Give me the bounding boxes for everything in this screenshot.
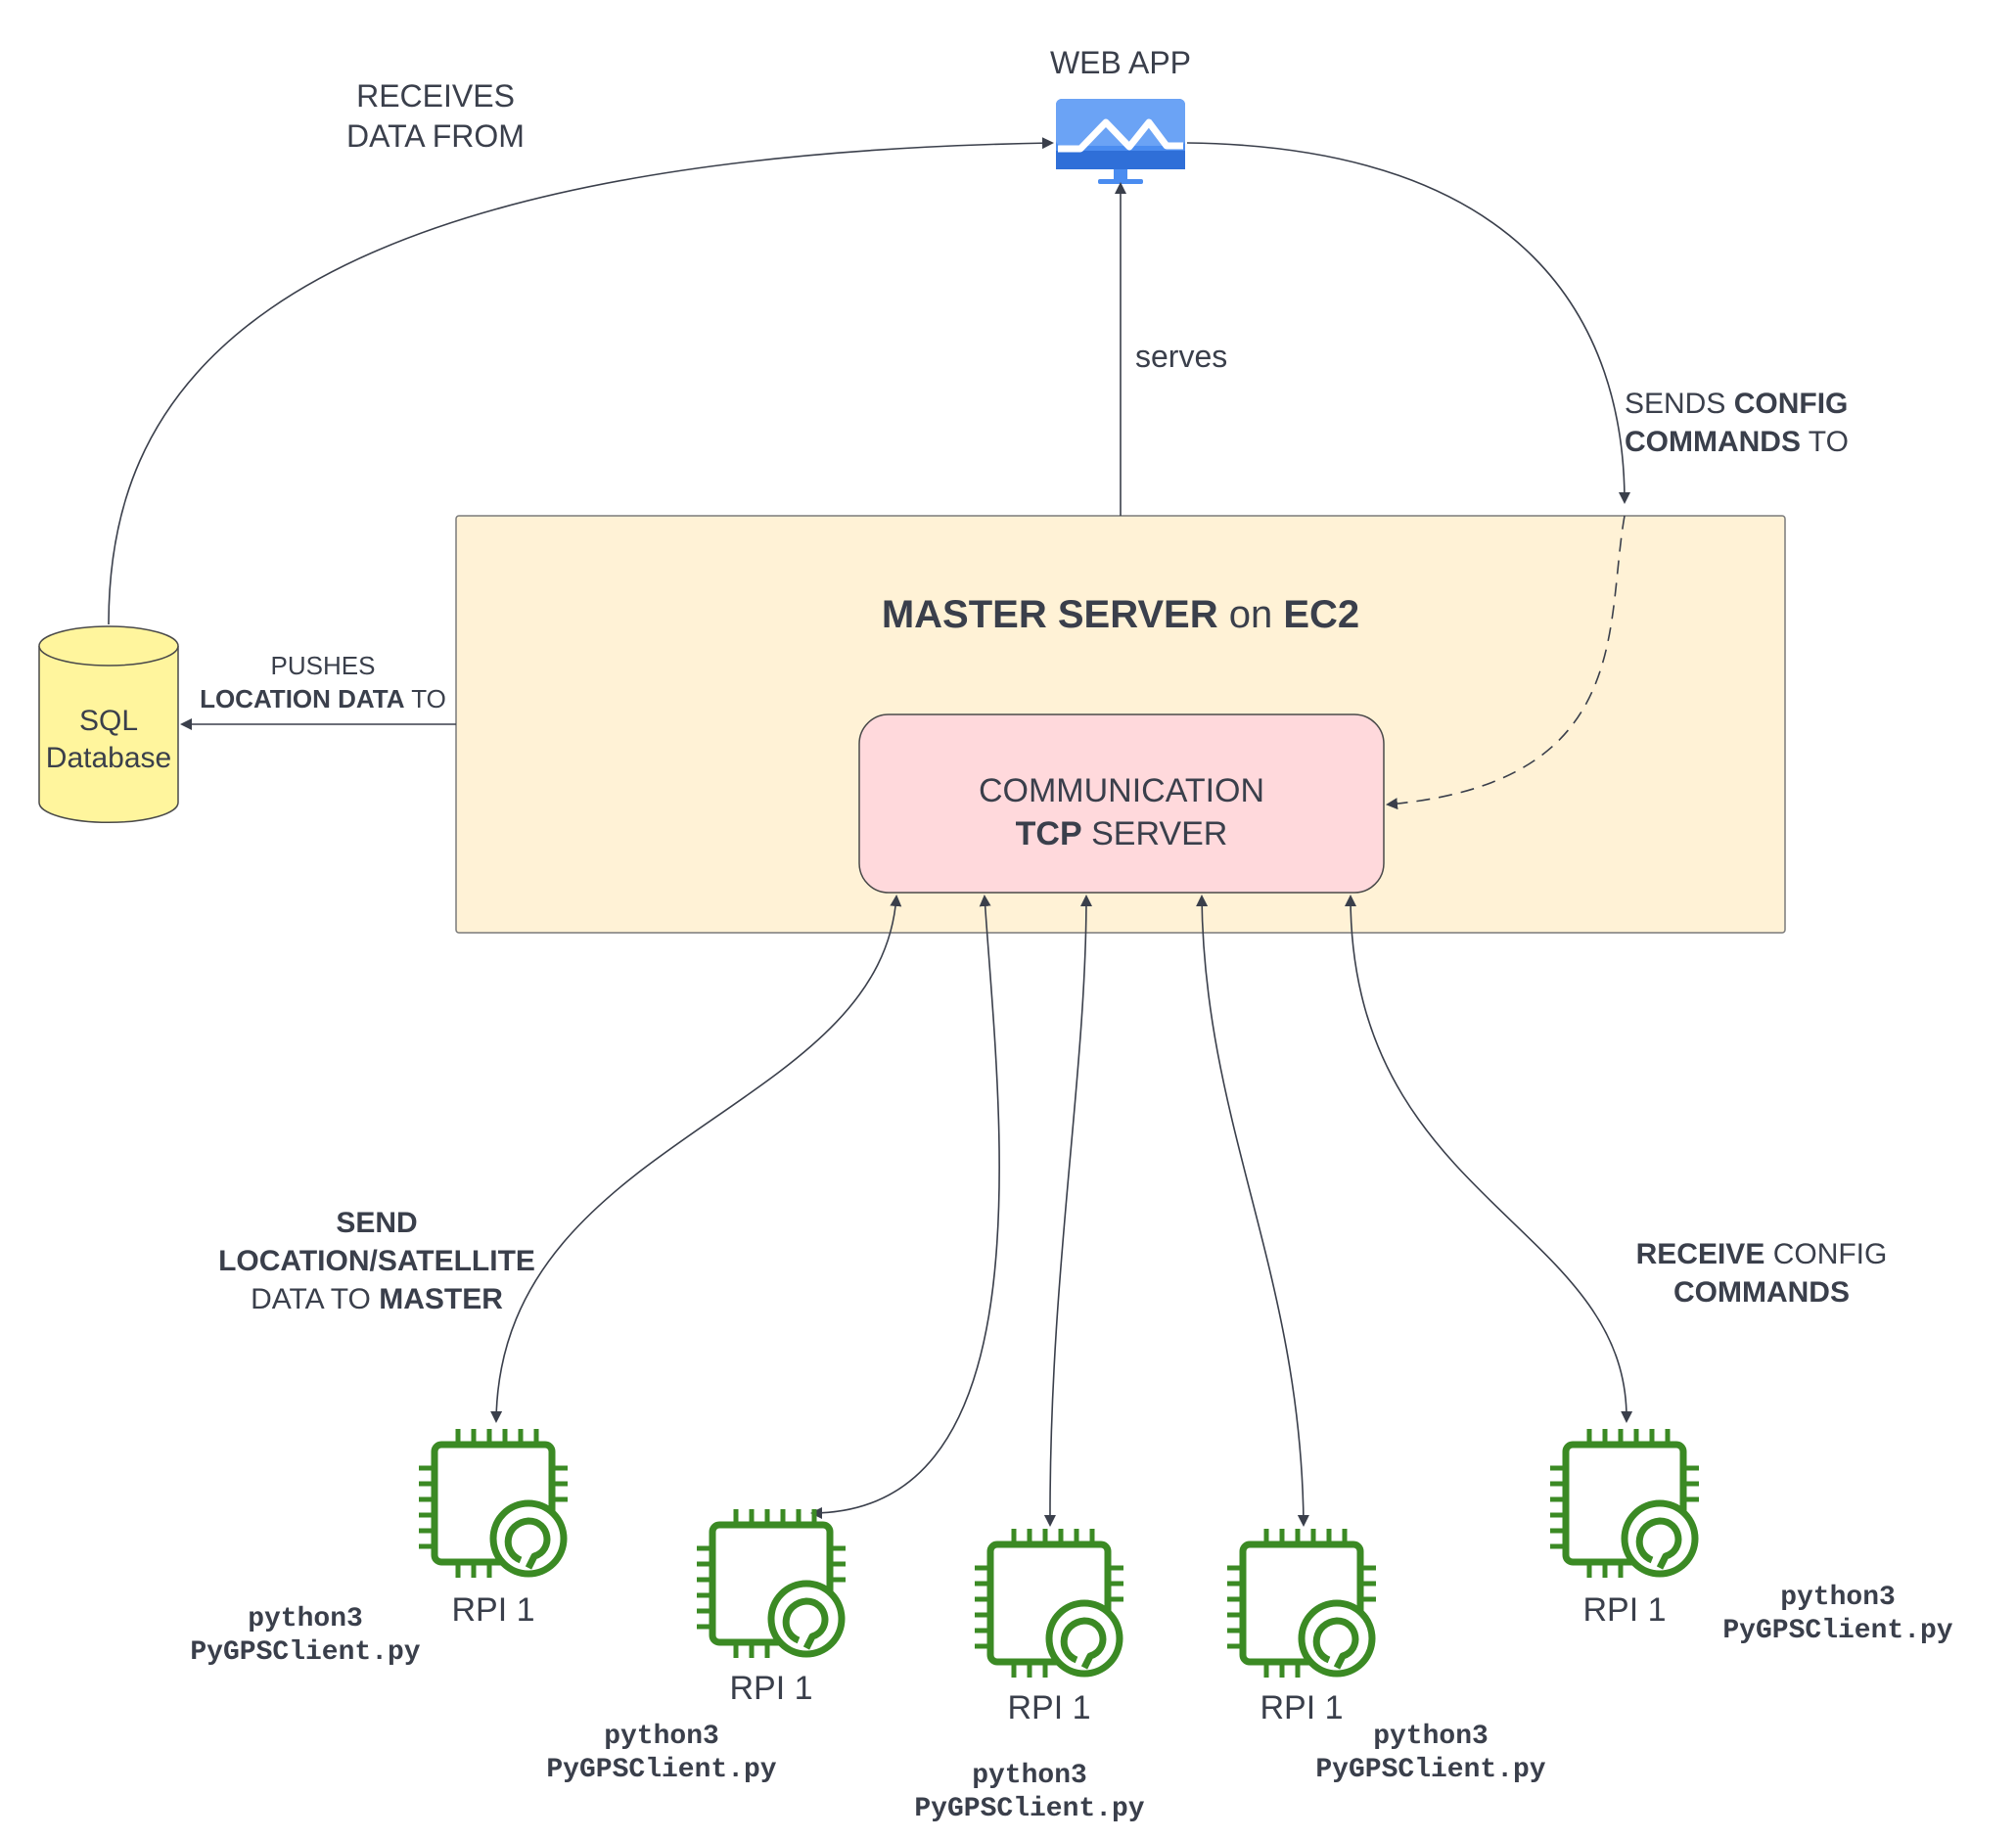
sends-config-commands-label: SENDS CONFIG COMMANDS TO [1625,388,1849,458]
receive-config-commands-label: RECEIVE CONFIG COMMANDS [1635,1238,1888,1309]
pushes-location-data-label: PUSHES LOCATION DATA TO [200,651,446,713]
tcp-rpi2-edge [810,895,1000,1519]
rpi-label: RPI 1 [451,1591,535,1629]
tcp-rpi3-edge [1043,895,1092,1527]
rpi-chip-icon [1550,1429,1699,1578]
rpi-chip-icon [975,1529,1123,1678]
rpi-label: RPI 1 [1260,1689,1344,1726]
webapp-to-master-edge [1186,142,1630,504]
tcp-server-label: COMMUNICATION TCP SERVER [978,772,1265,853]
config-commands-dashed-edge [1386,515,1626,810]
rpi-label: RPI 1 [729,1670,813,1707]
tcp-rpi5-edge [1345,895,1633,1423]
tcp-rpi1-edge [490,895,902,1423]
tcp-rpi4-edge [1196,895,1309,1527]
rpi-label: RPI 1 [1582,1591,1667,1629]
rpi-label: RPI 1 [1007,1689,1091,1726]
web-app-icon [1056,99,1185,184]
master-server-title: MASTER SERVER on EC2 [881,593,1360,636]
rpi-chip-icon [419,1429,568,1578]
tcp-server-box [858,713,1385,894]
sql-database-label: SQL Database [45,705,172,774]
rpi-chip-icon [1227,1529,1376,1678]
send-location-data-label: SEND LOCATION/SATELLITE DATA TO MASTER [218,1207,535,1315]
web-app-label: WEB APP [1049,45,1192,80]
serves-label: serves [1135,339,1228,374]
receives-data-label: RECEIVES DATA FROM [346,78,525,154]
rpi-chip-icon [697,1509,846,1658]
sql-database-icon [38,625,179,824]
database-to-webapp-edge [108,137,1054,625]
